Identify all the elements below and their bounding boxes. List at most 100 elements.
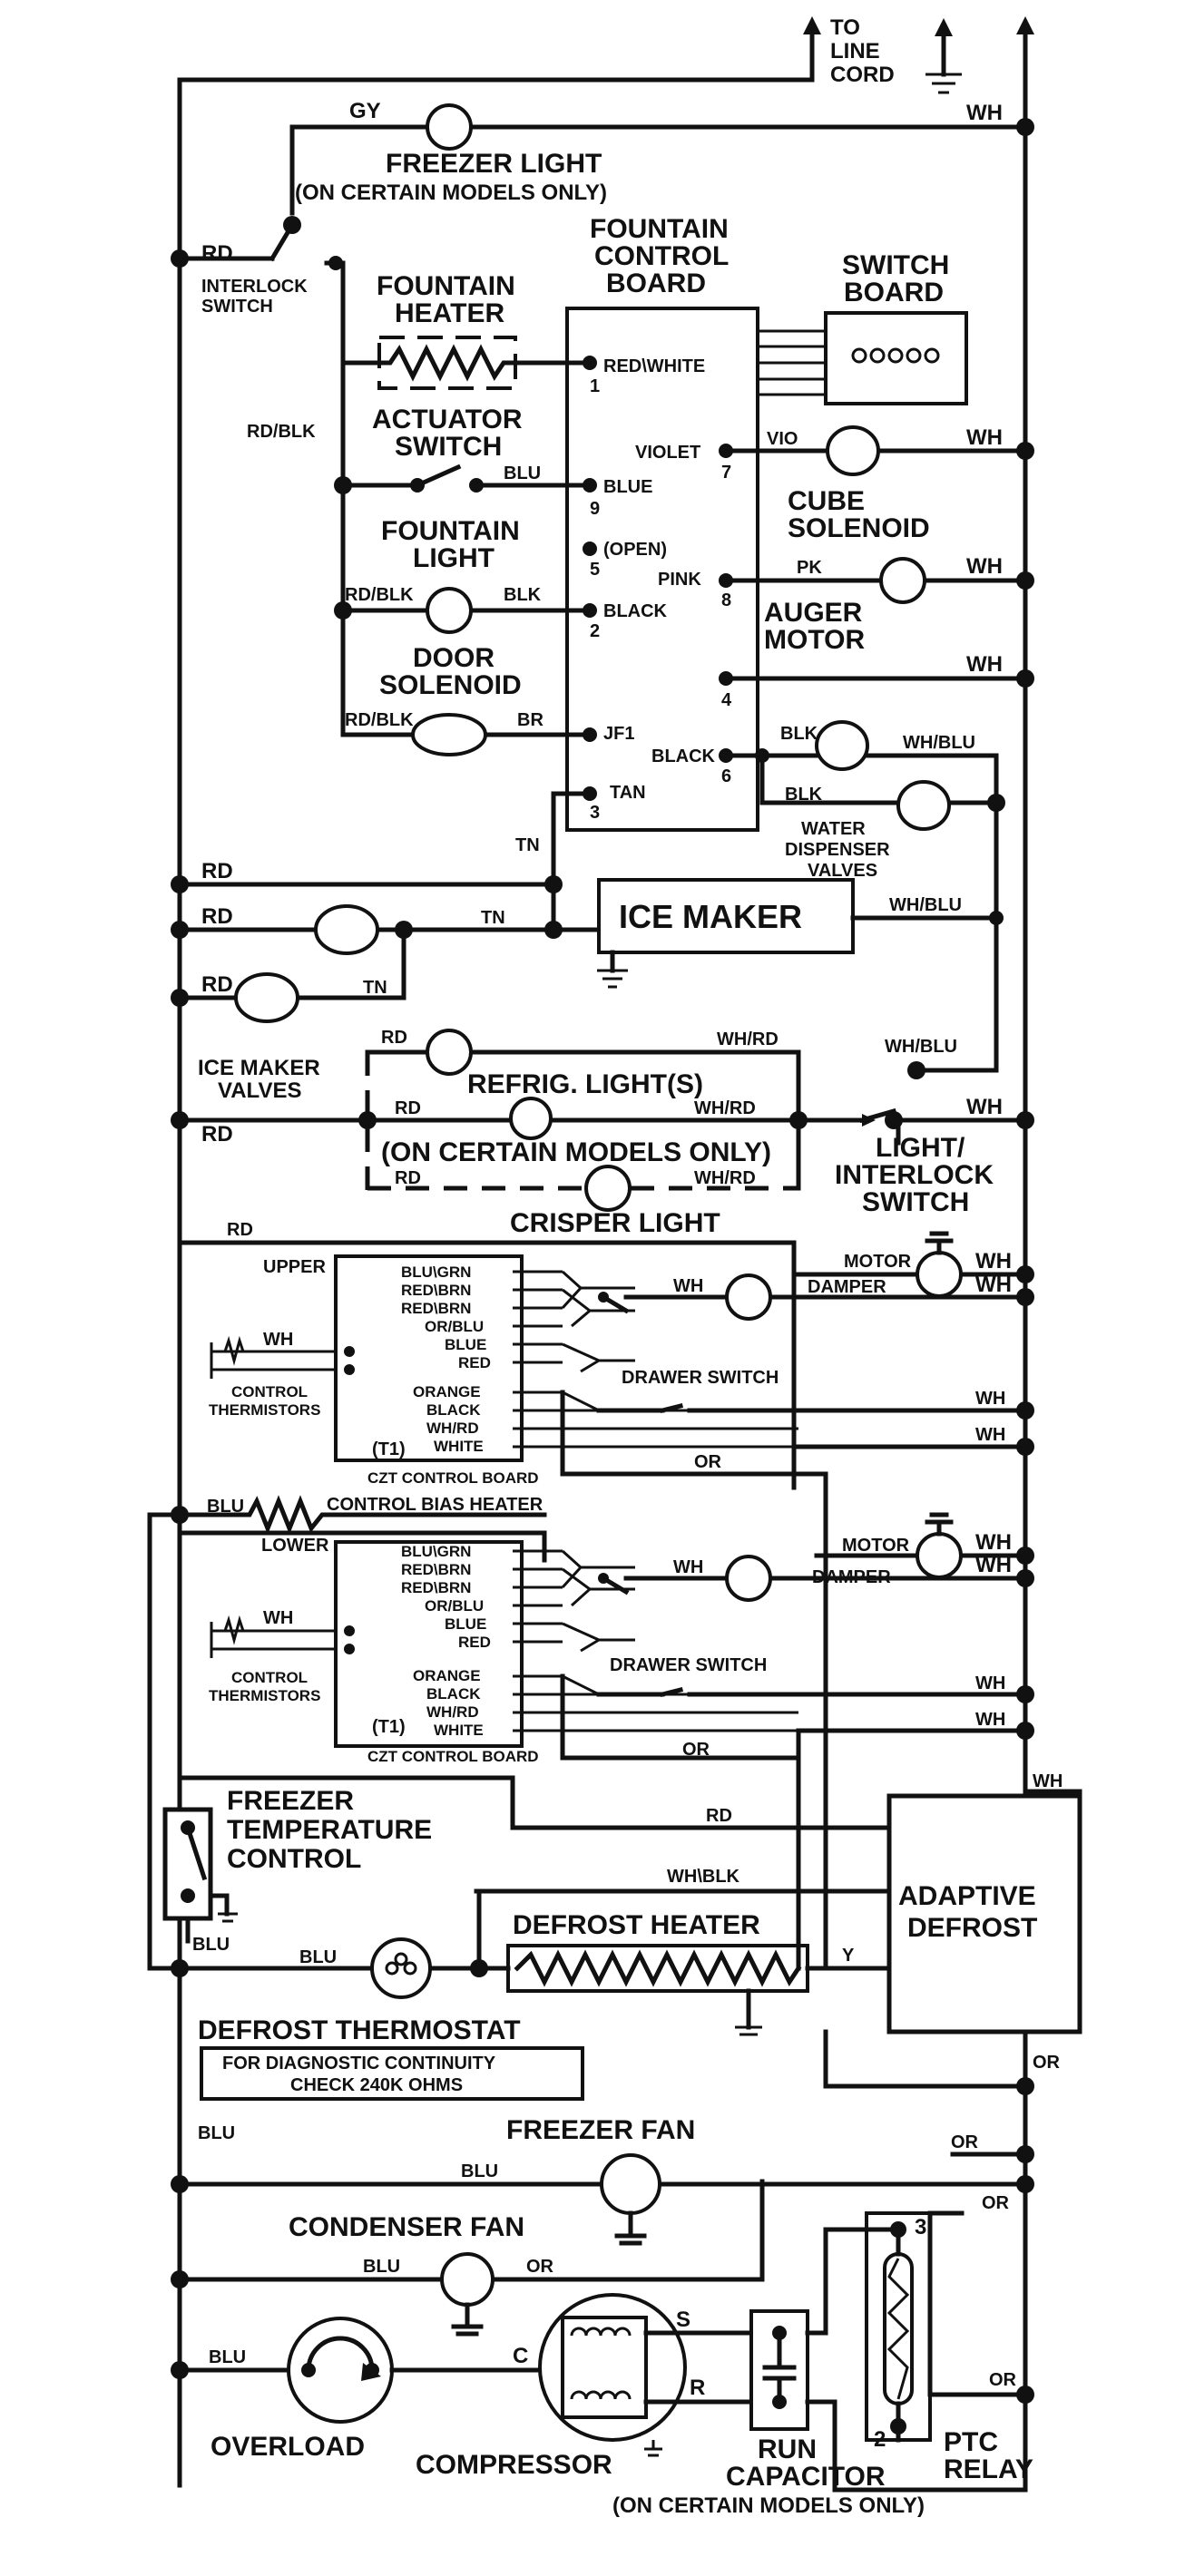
- tn-label-1: TN: [515, 835, 540, 855]
- ftc-label-1: FREEZER: [227, 1786, 354, 1816]
- damper-symbol-u: [725, 1273, 772, 1321]
- blu-label-cfan: BLU: [363, 2257, 400, 2277]
- refrig-light-label: REFRIG. LIGHT(S): [467, 1069, 703, 1099]
- freezer-control: RD FREEZER TEMPERATURE CONTROL BLU ADAPT…: [162, 1771, 1082, 2034]
- blk-label-fountain: BLK: [504, 585, 542, 605]
- fcb-pin-jf1-name: JF1: [603, 724, 634, 744]
- cube-solenoid-label-2: SOLENOID: [788, 513, 930, 543]
- fcb-pin-9-num: 9: [590, 499, 600, 519]
- damper-label-l: DAMPER: [812, 1567, 891, 1587]
- actuator-switch-label-2: SWITCH: [395, 432, 502, 462]
- freezer-light-bulb: [426, 103, 473, 151]
- switch-board-label-2: BOARD: [844, 278, 944, 307]
- wh-label-drawer-l1: WH: [975, 1673, 1005, 1693]
- lower-label: LOWER: [261, 1536, 329, 1556]
- fcb-pin-7-name: VIOLET: [635, 443, 700, 463]
- or-label-ptc: OR: [989, 2370, 1017, 2390]
- fcb-pin-1-name: RED\WHITE: [603, 356, 705, 376]
- to-line-cord-1: TO: [830, 15, 860, 40]
- auger-motor-label-2: MOTOR: [764, 625, 865, 655]
- gy-label: GY: [349, 99, 381, 123]
- freezer-light-label: FREEZER LIGHT: [386, 149, 602, 179]
- light-interlock-label-2: INTERLOCK: [835, 1160, 994, 1190]
- wh-label-drawer-u2: WH: [975, 1425, 1005, 1445]
- ftc-label-3: CONTROL: [227, 1844, 361, 1874]
- door-solenoid-label-2: SOLENOID: [379, 670, 522, 700]
- wh-label-adaptive: WH: [1033, 1771, 1063, 1791]
- drawer-switch-label-u: DRAWER SWITCH: [622, 1368, 779, 1388]
- czt-u-pin-7: BLACK: [426, 1401, 481, 1419]
- blu-label-thermostat: BLU: [299, 1947, 337, 1967]
- ice-maker-valve-2: [234, 972, 299, 1023]
- wh-label-auger: WH: [966, 554, 1003, 579]
- wh-blk-label: WH\BLK: [667, 1867, 740, 1887]
- wh-blu-label-3: WH/BLU: [885, 1037, 957, 1057]
- blk-label-valve1: BLK: [780, 724, 818, 744]
- vio-label: VIO: [767, 429, 798, 449]
- defrost: BLU DEFROST HEATER Y DEFROST THERMOSTAT …: [171, 1888, 892, 2101]
- wh-label-damper-u2: WH: [975, 1273, 1012, 1297]
- run-capacitor-label-1: RUN: [758, 2435, 817, 2464]
- overload-label: OVERLOAD: [211, 2432, 365, 2462]
- czt-u-pin-0: BLU\GRN: [401, 1264, 471, 1281]
- compressor-label: COMPRESSOR: [416, 2450, 612, 2480]
- bias-heater-label: CONTROL BIAS HEATER: [327, 1495, 544, 1515]
- therm-label-u-1: CONTROL: [231, 1383, 308, 1400]
- or-label-ffan: OR: [951, 2132, 979, 2152]
- rd-label-rl3: RD: [395, 1168, 421, 1188]
- run-capacitor-label-2: CAPACITOR: [726, 2462, 886, 2492]
- fountain-heater-label-1: FOUNTAIN: [377, 271, 515, 301]
- wh-label-cube: WH: [966, 425, 1003, 450]
- fountain-branch: RD/BLK FOUNTAIN HEATER ACTUATOR SWITCH B…: [247, 271, 597, 756]
- blu-label-overload: BLU: [209, 2347, 246, 2367]
- fcb-pin-5-name: (OPEN): [603, 540, 667, 560]
- water-valve-1: [815, 720, 869, 771]
- blu-label-ffan: BLU: [461, 2161, 498, 2181]
- czt-lower: LOWER (T1) CZT CONTROL BOARD BLU\GRN RED…: [177, 1512, 1034, 1971]
- fcb-label-3: BOARD: [606, 268, 706, 298]
- ice-maker-label: ICE MAKER: [619, 898, 802, 935]
- water-valve-2: [896, 780, 951, 831]
- wh-label-motor-l: WH: [975, 1530, 1012, 1555]
- rd-label-ice3: RD: [201, 972, 233, 997]
- water-dispenser-label-3: VALVES: [808, 861, 877, 881]
- motor-label-l: MOTOR: [842, 1536, 910, 1556]
- right-loads: VIO WH CUBE SOLENOID PK WH AUGER MOTOR W…: [723, 425, 1034, 928]
- freezer-fan-label: FREEZER FAN: [506, 2115, 695, 2145]
- ice-maker-branch: TN RD RD TN RD TN ICE MAKER VALVES ICE M…: [171, 791, 1004, 1103]
- wh-label-drawer-u1: WH: [975, 1389, 1005, 1409]
- czt-u-pin-4: BLUE: [445, 1336, 486, 1353]
- wh-blu-label-2: WH/BLU: [889, 895, 962, 915]
- fcb-pin-7-num: 7: [721, 463, 731, 483]
- czt-l-pin-0: BLU\GRN: [401, 1543, 471, 1560]
- water-dispenser-label-2: DISPENSER: [785, 840, 890, 860]
- tn-label-2: TN: [481, 908, 505, 928]
- blu-label-actuator: BLU: [504, 463, 541, 483]
- wh-label-4: WH: [966, 652, 1003, 677]
- upper-label: UPPER: [263, 1257, 326, 1277]
- czt-u-pin-2: RED\BRN: [401, 1300, 471, 1317]
- compressor-circuit: BLU OVERLOAD C S R COMPRESSOR RUN CAPACI…: [171, 2210, 1034, 2518]
- adaptive-defrost-label-2: DEFROST: [907, 1913, 1037, 1943]
- fcb-label-2: CONTROL: [594, 241, 729, 271]
- t1-label-l: (T1): [372, 1717, 406, 1737]
- wh-label-drawer-l2: WH: [975, 1710, 1005, 1730]
- motor-label-u: MOTOR: [844, 1252, 912, 1272]
- water-dispenser-label-1: WATER: [801, 819, 866, 839]
- fcb-pin-6-name: BLACK: [651, 746, 716, 766]
- wh-rd-label-2: WH/RD: [694, 1098, 756, 1118]
- wh-rd-label-3: WH/RD: [694, 1168, 756, 1188]
- fcb-pin-8-num: 8: [721, 590, 731, 610]
- blu-label-bias: BLU: [207, 1497, 244, 1517]
- wh-label-therm-l: WH: [263, 1608, 293, 1628]
- fountain-heater-label-2: HEATER: [395, 298, 504, 328]
- rd-label-interlock: RD: [201, 241, 233, 266]
- wh-label-therm-u: WH: [263, 1330, 293, 1350]
- rd-label-refrig: RD: [201, 1122, 233, 1147]
- ptc-pin-2-label: 2: [874, 2427, 886, 2452]
- czt-u-pin-6: ORANGE: [413, 1383, 481, 1400]
- compressor-note: (ON CERTAIN MODELS ONLY): [612, 2493, 925, 2518]
- rd-label-ice1: RD: [201, 859, 233, 883]
- ice-maker-valves-label-1: ICE MAKER: [198, 1056, 320, 1080]
